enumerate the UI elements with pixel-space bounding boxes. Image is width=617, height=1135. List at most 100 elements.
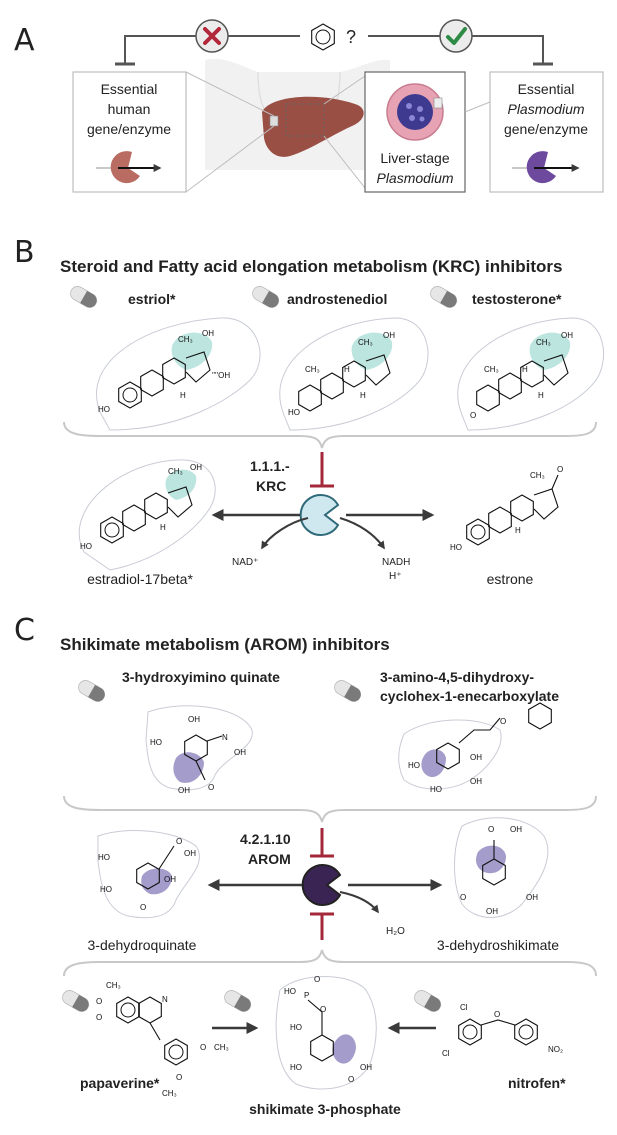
svg-text:NO₂: NO₂ [548,1045,563,1054]
svg-text:H: H [522,365,528,374]
cofactor-h: H⁺ [389,571,402,582]
pill-icon [411,987,444,1015]
zoom-line [185,125,275,193]
svg-text:H: H [180,391,186,400]
svg-text:Cl: Cl [460,1003,468,1012]
benzene-icon [311,23,335,51]
dehydroquinate-structure: O OH HO HO OH O [97,830,200,919]
plasmodium-box-line3: gene/enzyme [504,121,588,137]
svg-text:OH: OH [383,331,395,340]
pill-icon [249,283,282,311]
zoom-line [323,135,366,189]
svg-text:P: P [304,991,309,1000]
svg-text:H: H [538,391,544,400]
shikimate-3-phosphate-structure: P HO O O HO HO O OH [275,975,377,1090]
svg-text:HO: HO [290,1023,302,1032]
panel-c: C Shikimate metabolism (AROM) inhibitors… [14,613,597,1117]
pill-icon [67,283,100,311]
svg-text:CH₃: CH₃ [530,471,545,480]
svg-text:O: O [200,1043,206,1052]
svg-text:HO: HO [430,785,442,794]
svg-text:OH: OH [470,777,482,786]
arrow-nadh [339,517,385,550]
svg-text:''''OH: ''''OH [212,371,230,380]
hepatocyte-icon [386,83,444,141]
arrow-nad [261,517,309,550]
product-dehydroshikimate: 3-dehydroshikimate [437,937,559,953]
arom-ec-number: 4.2.1.10 [240,831,291,847]
svg-text:CH₃: CH₃ [484,365,499,374]
panel-b-letter: B [14,235,35,270]
svg-text:N: N [222,733,228,742]
arrow-water [339,891,379,914]
zoom-line [464,101,491,113]
pill-icon [427,283,460,311]
svg-text:O: O [208,783,214,792]
liver-stage-line2: Plasmodium [376,170,453,186]
pill-icon [59,987,92,1015]
svg-text:OH: OH [360,1063,372,1072]
panel-c-title: Shikimate metabolism (AROM) inhibitors [60,635,390,654]
svg-text:H: H [360,391,366,400]
byproduct-water: H₂O [386,926,405,937]
pill-icon [331,677,364,705]
estrone-structure: HO O CH₃ H [450,465,563,552]
svg-text:HO: HO [100,885,112,894]
arom-enzyme-icon [301,864,342,906]
svg-text:HO: HO [290,1063,302,1072]
inhibitor-papaverine: papaverine* [80,1075,160,1091]
zoom-line [323,75,366,105]
svg-text:OH: OH [190,463,202,472]
svg-text:OH: OH [188,715,200,724]
svg-text:HO: HO [408,761,420,770]
svg-text:O: O [494,1010,500,1019]
inhibitor-amino-dihydroxy-line2: cyclohex-1-enecarboxylate [380,688,559,704]
product-estrone: estrone [487,571,534,587]
svg-text:O: O [320,1005,326,1014]
svg-text:CH₃: CH₃ [305,365,320,374]
svg-text:HO: HO [150,738,162,747]
svg-text:OH: OH [164,875,176,884]
product-shikimate-3-phosphate: shikimate 3-phosphate [249,1101,401,1117]
svg-text:HO: HO [98,853,110,862]
svg-text:HO: HO [284,987,296,996]
panel-a: A ? Essential human gene/enzyme [14,19,604,193]
androstenediol-structure: HO OH CH₃ CH₃ H H [279,317,429,431]
panel-b-title: Steroid and Fatty acid elongation metabo… [60,257,562,276]
papaverine-structure: N CH₃ O O O CH₃ O CH₃ [96,981,229,1098]
cross-icon [195,19,229,53]
human-box-line2: human [108,101,151,117]
inhibitor-brace-top [63,795,597,823]
panel-b: B Steroid and Fatty acid elongation meta… [14,235,605,587]
substrate-estradiol: estradiol-17beta* [87,571,193,587]
inhibitor-estriol: estriol* [128,291,176,307]
svg-text:O: O [488,825,494,834]
nitrofen-structure: O Cl Cl NO₂ [442,1003,563,1058]
estradiol-structure: HO OH CH₃ H [78,459,216,571]
plasmodium-box-line2: Plasmodium [507,101,584,117]
svg-text:O: O [140,903,146,912]
cofactor-nad: NAD⁺ [232,557,258,568]
pill-icon [75,677,108,705]
cofactor-nadh: NADH [382,557,410,568]
dehydroshikimate-structure: O OH O OH OH [454,817,549,918]
human-enzyme-icon [96,151,162,184]
svg-text:CH₃: CH₃ [106,981,121,990]
svg-text:CH₃: CH₃ [358,338,373,347]
amino-dihydroxy-structure: O HO OH OH HO [398,702,552,794]
inhibit-line-human [124,35,196,64]
testosterone-structure: O OH CH₃ CH₃ H H [457,317,605,431]
svg-text:CH₃: CH₃ [168,467,183,476]
arom-enzyme-name: AROM [248,851,291,867]
svg-text:O: O [460,893,466,902]
zoom-line [185,71,275,117]
svg-text:O: O [314,975,320,984]
svg-text:OH: OH [526,893,538,902]
pill-icon [221,987,254,1015]
plasmodium-box-line1: Essential [518,81,575,97]
inhibitor-brace-bottom [63,949,597,977]
svg-text:HO: HO [98,405,110,414]
krc-ec-number: 1.1.1.- [250,458,290,474]
zoom-marker [433,97,443,109]
